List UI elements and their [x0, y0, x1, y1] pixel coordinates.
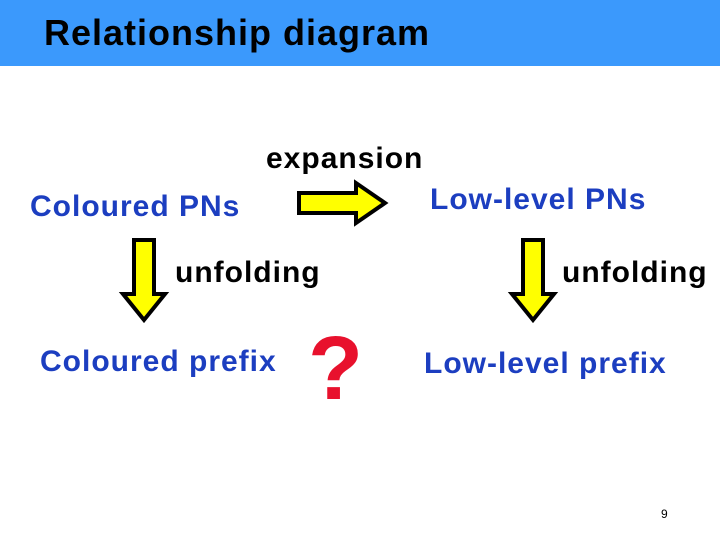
node-coloured-prefix: Coloured prefix [40, 345, 277, 378]
down-arrow-shape [507, 238, 559, 324]
question-mark: ? [308, 319, 363, 419]
slide-header: Relationship diagram [0, 0, 720, 66]
expansion-label: expansion [266, 142, 424, 175]
page-title: Relationship diagram [44, 12, 431, 53]
right-arrow-shape [297, 179, 389, 227]
node-low-level-prefix: Low-level prefix [424, 347, 667, 380]
unfolding-label-right: unfolding [562, 256, 708, 289]
right-arrow-icon [297, 179, 389, 227]
unfolding-label-left: unfolding [175, 256, 321, 289]
node-low-level-pns: Low-level PNs [430, 183, 647, 216]
node-coloured-pns: Coloured PNs [30, 190, 241, 223]
page-number: 9 [661, 507, 668, 521]
down-arrow-icon [118, 238, 170, 324]
down-arrow-icon [507, 238, 559, 324]
down-arrow-shape [118, 238, 170, 324]
